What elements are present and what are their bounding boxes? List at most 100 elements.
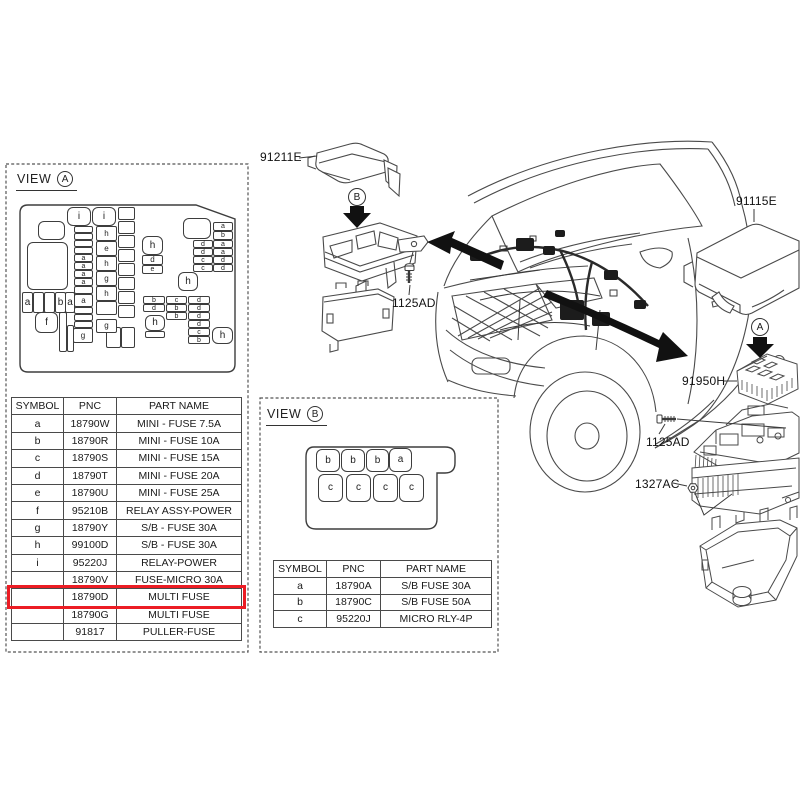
part-label-91211e: 91211E [260, 150, 302, 164]
fuse-cell-d: d [193, 240, 213, 248]
fuse-cell-b: b [166, 304, 187, 312]
fuse-cell-blank [74, 314, 93, 321]
fuse-cell-blank [74, 226, 93, 233]
table-cell: 18790A [326, 576, 381, 595]
table-cell: MINI - FUSE 20A [116, 466, 242, 485]
table-cell: S/B - FUSE 30A [116, 518, 242, 538]
fuse-cell-d: d [188, 304, 210, 312]
fuse-cell-a: a [213, 248, 233, 256]
fuse-cell-h: h [96, 226, 117, 241]
view-a-title-label: VIEW [17, 172, 52, 186]
fuse-cell-blank [118, 221, 135, 234]
fuse-cell-b: b [366, 449, 389, 472]
bolt-1125ad-left [404, 251, 415, 296]
highlight-box [7, 585, 246, 609]
fuse-cell-blank [74, 240, 93, 247]
table-cell: i [11, 553, 64, 572]
fusebox-91950h [736, 353, 799, 405]
table-cell: 18790R [63, 431, 117, 451]
leader-lines [298, 155, 755, 382]
fuse-cell-e: e [96, 241, 117, 256]
fuse-cell-blank [118, 263, 135, 276]
fuse-cell-b: b [316, 449, 340, 472]
fuse-cell-blank [44, 292, 55, 313]
fuse-cell-blank [67, 325, 74, 352]
table-cell: 95210B [63, 501, 117, 520]
fuse-cell-b: b [188, 336, 210, 344]
fuse-cell-e: e [142, 265, 163, 274]
fusebox-91211e-parts [307, 142, 429, 353]
table-cell: MINI - FUSE 7.5A [116, 414, 242, 433]
table-cell: RELAY ASSY-POWER [116, 501, 242, 520]
fuse-cell-c: c [193, 264, 213, 272]
fuse-cell-c: c [193, 256, 213, 264]
fuse-cell-a: a [74, 294, 93, 307]
table-cell: b [273, 593, 327, 612]
fuse-cell-c: c [188, 328, 210, 336]
fuse-cell-d: d [143, 304, 165, 312]
fuse-cell-f: f [35, 312, 58, 333]
view-b-title-label: VIEW [267, 407, 302, 421]
part-label-1125ad-right: 1125AD [646, 435, 690, 449]
lower-tray [699, 505, 798, 608]
table-cell: g [11, 518, 64, 538]
fuse-cell-h: h [145, 315, 165, 331]
fuse-cell-b: b [213, 231, 233, 240]
fuse-cell-blank [59, 312, 67, 352]
view-a-title-badge: A [57, 171, 74, 187]
fuse-cell-g: g [96, 271, 117, 286]
fuse-cell-a: a [74, 262, 93, 270]
fuse-cell-c: c [166, 296, 187, 304]
fuse-cell-a: a [74, 270, 93, 278]
nut-1327ac [672, 482, 733, 516]
fuse-cell-blank [74, 286, 93, 294]
fuse-cell-i: i [67, 207, 91, 226]
table-header: PNC [63, 396, 117, 416]
table-cell: 18790Y [63, 518, 117, 538]
circle-badge-a: A [751, 318, 769, 336]
view-a-title: VIEW A [16, 171, 78, 191]
flow-arrows [343, 206, 774, 362]
table-cell: f [11, 501, 64, 520]
fuse-cell-c: c [373, 474, 398, 502]
table-cell: 18790W [63, 414, 117, 433]
table-cell [11, 623, 64, 642]
table-cell: MINI - FUSE 10A [116, 431, 242, 451]
fuse-cell-blank [121, 327, 135, 348]
table-header: SYMBOL [273, 560, 327, 578]
fuse-cell-blank [74, 321, 93, 328]
table-cell: c [11, 449, 64, 468]
table-cell: a [11, 414, 64, 433]
view-b-title: VIEW B [266, 406, 328, 426]
fuse-cell-d: d [213, 256, 233, 264]
view-a-dashed-box [5, 163, 249, 653]
fuse-cell-a: a [389, 448, 412, 472]
fuse-cell-d: d [142, 255, 163, 265]
table-header: SYMBOL [11, 396, 64, 416]
fuse-cell-d: d [188, 296, 210, 304]
part-label-1327ac: 1327AC [635, 477, 680, 491]
down-arrow-b [343, 206, 371, 228]
table-header: PART NAME [116, 396, 242, 416]
table-cell: MICRO RLY-4P [380, 610, 492, 629]
fuse-cell-a: a [65, 292, 75, 313]
view-b-dashed-box [259, 397, 499, 653]
table-cell: S/B FUSE 50A [380, 593, 492, 612]
fusebox-91115e-cover [683, 223, 800, 316]
fuse-cell-blank [74, 233, 93, 240]
fuse-cell-h: h [96, 286, 117, 301]
fuse-cell-c: c [399, 474, 424, 502]
